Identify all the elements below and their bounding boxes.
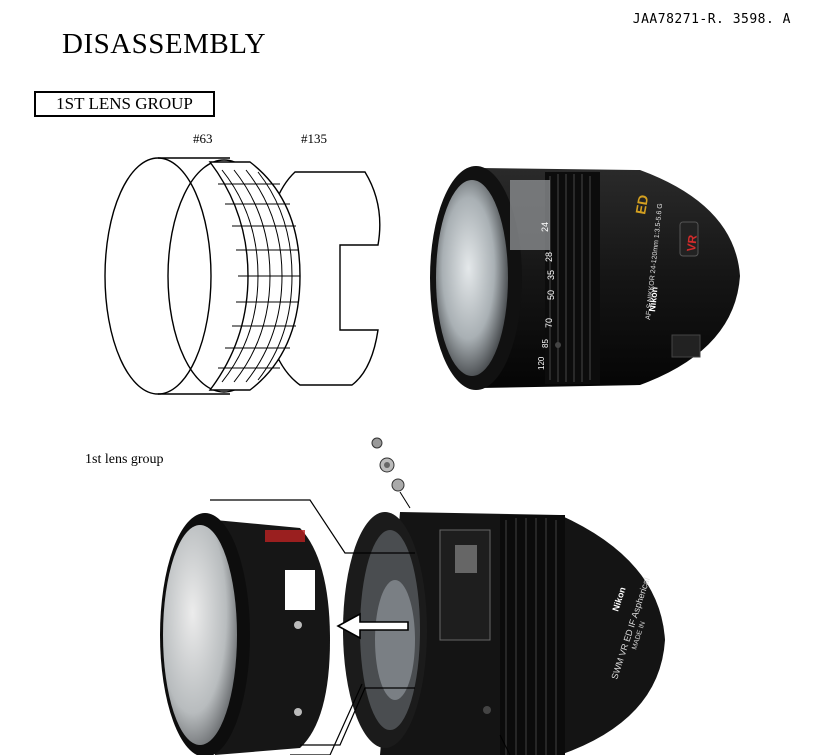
focal-85: 85 — [541, 339, 550, 348]
part-label-63: #63 — [193, 131, 213, 146]
document-id: JAA78271-R. 3598. A — [632, 12, 791, 27]
page-title: DISASSEMBLY — [62, 28, 267, 60]
vr-mark: VR — [684, 234, 700, 252]
focal-24: 24 — [540, 222, 550, 232]
direction-arrow — [336, 612, 409, 640]
focal-50: 50 — [546, 290, 556, 300]
focal-70: 70 — [544, 318, 554, 328]
focal-120: 120 — [537, 356, 546, 370]
ed-mark: ED — [632, 194, 651, 216]
section-heading-box: 1ST LENS GROUP — [34, 91, 215, 117]
part-label-135: #135 — [301, 131, 327, 146]
focal-28: 28 — [544, 252, 554, 262]
brand-mark: Nikon — [647, 286, 660, 312]
rubber-ring-63 — [208, 161, 301, 391]
photo-caption: 1st lens group — [85, 452, 164, 467]
screw-parts — [371, 437, 411, 509]
focal-35: 35 — [546, 270, 556, 280]
